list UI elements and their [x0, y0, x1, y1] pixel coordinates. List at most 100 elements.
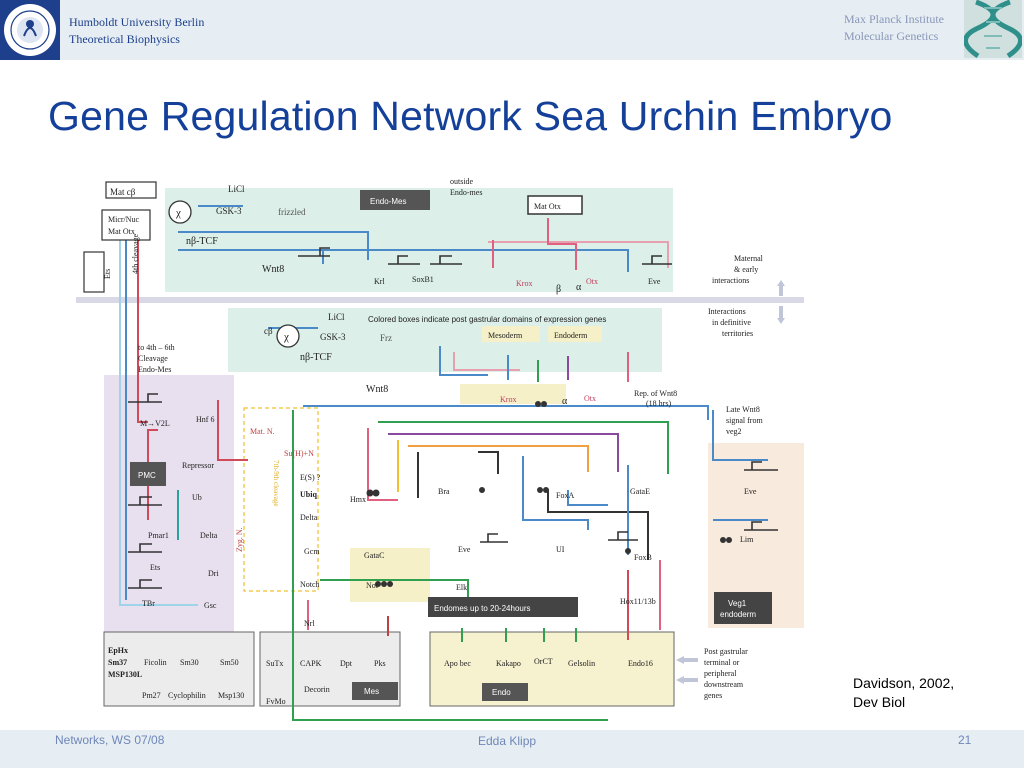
label-interactions-2: in definitive — [712, 318, 751, 327]
label-pm27: Pm27 — [142, 691, 161, 700]
label-decorin: Decorin — [304, 685, 330, 694]
label-mes-box: Mes — [364, 687, 379, 696]
label-alpha-top: α — [576, 282, 582, 293]
label-tbr: TBr — [142, 599, 155, 608]
label-pmc-box: PMC — [138, 471, 156, 480]
label-interactions-3: territories — [722, 329, 753, 338]
header-bar — [0, 0, 1024, 60]
footer-page-number: 21 — [958, 733, 972, 747]
label-gatac: GataC — [364, 551, 384, 560]
label-late-wnt8-3: veg2 — [726, 427, 742, 436]
label-delta-pmc: Delta — [200, 531, 218, 540]
label-dpt: Dpt — [340, 659, 353, 668]
label-otx-mid: Otx — [584, 394, 596, 403]
label-apo-bec: Apo bec — [444, 659, 471, 668]
label-kakapo: Kakapo — [496, 659, 521, 668]
label-cyclophilin: Cyclophilin — [168, 691, 206, 700]
label-sm50: Sm50 — [220, 658, 239, 667]
label-fvmo: FvMo — [266, 697, 286, 706]
institute-name: Max Planck Institute Molecular Genetics — [844, 11, 944, 45]
label-notch: Notch — [300, 580, 320, 589]
cleavage-dashed-box — [243, 407, 319, 592]
label-hmx: Hmx — [350, 495, 366, 504]
label-ub: Ub — [192, 493, 202, 502]
label-gcm: Gcm — [304, 547, 320, 556]
label-mesoderm: Mesoderm — [488, 331, 523, 340]
label-post-3: peripheral — [704, 669, 737, 678]
label-licl-top: LiCl — [228, 184, 245, 194]
label-mat-n: Mat. N. — [250, 427, 275, 436]
label-gsc: Gsc — [204, 601, 217, 610]
label-eve-net: Eve — [458, 545, 471, 554]
label-not: Not — [366, 581, 379, 590]
label-4th-cleavage: 4th cleavage — [131, 233, 140, 274]
label-frz: Frz — [380, 333, 392, 343]
citation-line2: Dev Biol — [853, 694, 906, 710]
label-maternal-2: & early — [734, 265, 758, 274]
page-title: Gene Regulation Network Sea Urchin Embry… — [48, 93, 893, 139]
institute-line1: Max Planck Institute — [844, 12, 944, 26]
label-ets-box: Ets — [103, 269, 112, 279]
label-sm37: Sm37 — [108, 658, 127, 667]
label-eve-right: Eve — [744, 487, 757, 496]
post-gastrular-arrows — [676, 656, 698, 684]
label-post-1: Post gastrular — [704, 647, 748, 656]
label-ubiq: Ubiq — [300, 490, 317, 499]
label-bra: Bra — [438, 487, 450, 496]
pmc-terminal-box — [103, 631, 255, 707]
label-endo16: Endo16 — [628, 659, 653, 668]
dna-helix-logo — [964, 0, 1022, 58]
label-es: E(S) ? — [300, 473, 321, 482]
label-mat-otx-left: Mat Otx — [108, 227, 135, 236]
footer-author: Edda Klipp — [478, 734, 537, 748]
label-ficolin: Ficolin — [144, 658, 167, 667]
label-endomes-box: Endomes up to 20-24hours — [434, 604, 531, 613]
label-post-5: genes — [704, 691, 722, 700]
label-gatae: GataE — [630, 487, 650, 496]
label-repressor: Repressor — [182, 461, 214, 470]
label-outside-2: Endo-mes — [450, 188, 482, 197]
label-wnt8-mid: Wnt8 — [366, 384, 388, 395]
label-eve-top: Eve — [648, 277, 661, 286]
label-m-v2l: M→V2L — [140, 419, 170, 428]
label-outside-1: outside — [450, 177, 474, 186]
krox-region — [460, 384, 566, 404]
label-rep-wnt8-2: (18 hrs) — [646, 399, 671, 408]
elk-region — [350, 548, 430, 602]
label-dri: Dri — [208, 569, 219, 578]
label-ephx: EpHx — [108, 646, 128, 655]
label-zyg-n: Zyg. N. — [235, 527, 244, 552]
divider-band — [76, 297, 804, 303]
label-sutx: SuTx — [266, 659, 283, 668]
label-veg1-1: Veg1 — [728, 599, 747, 608]
label-foxa: FoxA — [556, 491, 574, 500]
label-foxb: FoxB — [634, 553, 652, 562]
label-ets-pmc: Ets — [150, 563, 160, 572]
label-endoderm: Endoderm — [554, 331, 588, 340]
university-line2: Theoretical Biophysics — [69, 32, 180, 46]
label-micr-nuc: Micr/Nuc — [108, 215, 140, 224]
label-gelsolin: Gelsolin — [568, 659, 595, 668]
footer-course: Networks, WS 07/08 — [55, 733, 165, 747]
citation: Davidson, 2002, Dev Biol — [853, 674, 954, 712]
institute-line2: Molecular Genetics — [844, 29, 939, 43]
label-mat-otx-box: Mat Otx — [534, 202, 561, 211]
label-gsk3-mid: GSK-3 — [320, 332, 346, 342]
label-orct: OrCT — [534, 657, 553, 666]
label-krl-top: Krl — [374, 277, 385, 286]
label-mat-cb: Mat cβ — [110, 187, 136, 197]
footer-bar — [0, 730, 1024, 768]
label-nb-tcf-top: nβ-TCF — [186, 236, 218, 247]
label-lim: Lim — [740, 535, 754, 544]
label-cleav-3: Endo-Mes — [138, 365, 171, 374]
label-post-4: downstream — [704, 680, 744, 689]
label-alpha-mid: α — [562, 396, 568, 407]
label-cleav-1: to 4th – 6th — [138, 343, 175, 352]
gene-regulatory-network-diagram: Mat cβ Micr/Nuc Mat Otx Ets LiCl GSK-3 f… — [68, 160, 806, 730]
label-suh: Su(H)+N — [284, 449, 314, 458]
label-ui: UI — [556, 545, 565, 554]
maternal-arrows — [777, 280, 785, 324]
label-licl-mid: LiCl — [328, 312, 345, 322]
label-hnf6: Hnf 6 — [196, 415, 214, 424]
label-cb-mid: cβ — [264, 326, 273, 336]
